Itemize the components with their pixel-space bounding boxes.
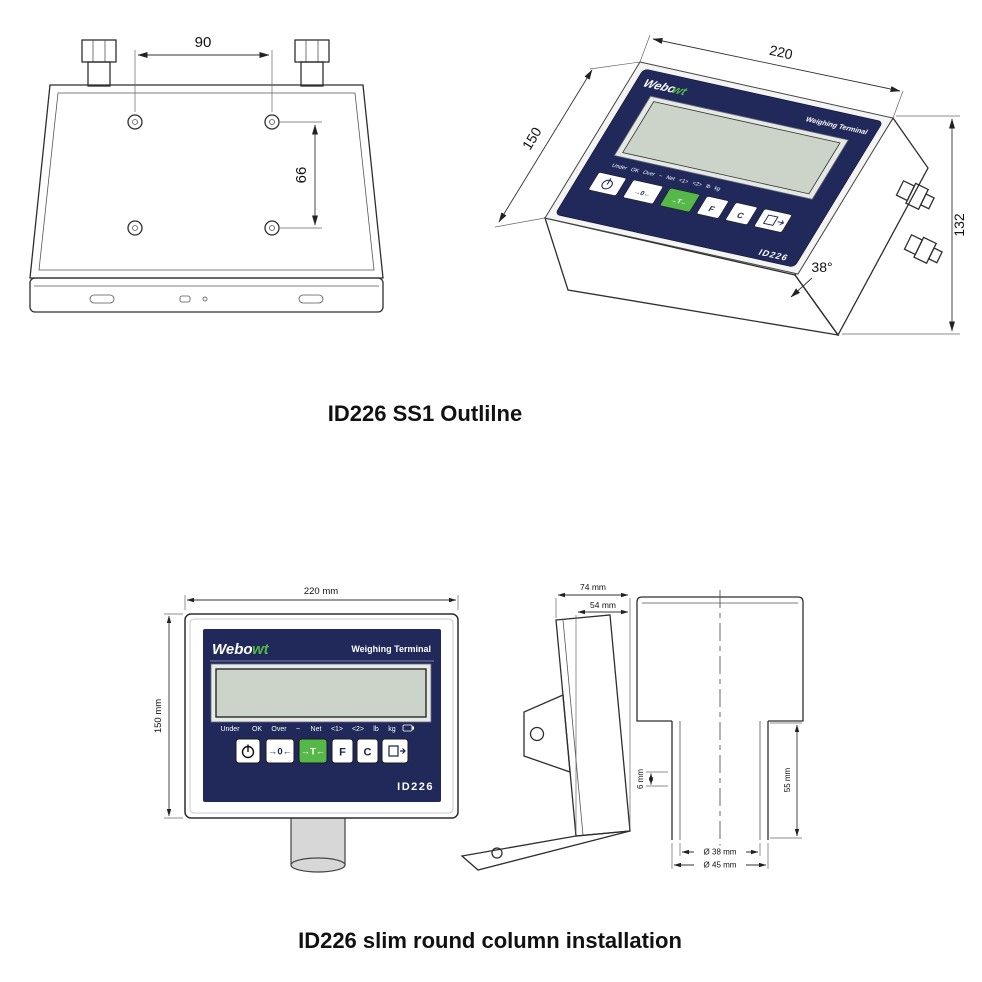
- side-bracket-tab: [523, 694, 571, 773]
- panel-subtitle: Weighing Terminal: [351, 644, 431, 654]
- dim-54mm-label: 54 mm: [590, 600, 616, 610]
- dim-hole-spacing-x: 90: [134, 34, 273, 112]
- back-view: 90 66: [29, 34, 384, 313]
- iso-cable-gland-top: [895, 179, 935, 211]
- display: [215, 668, 427, 718]
- column-view: 55 mm 6 mm Ø 38 mm Ø 45 mm: [636, 590, 804, 870]
- indicator-net: Net: [311, 726, 322, 733]
- power-icon: [241, 744, 255, 759]
- dim-66-label: 66: [293, 167, 310, 184]
- f-button-label: F: [339, 747, 346, 759]
- indicator-range2: <2>: [352, 726, 364, 733]
- keypad: →0← →T← F C: [235, 738, 409, 764]
- keypad: →0← →T← F C: [588, 172, 792, 232]
- indicator-range1: <1>: [331, 726, 343, 733]
- cable-gland-right: [294, 39, 330, 87]
- dim-220mm-label: 220 mm: [304, 586, 338, 597]
- dim-side-depth-total: 74 mm: [555, 582, 631, 828]
- c-button-label: C: [735, 210, 746, 220]
- model-label: ID226: [397, 781, 434, 793]
- brand-webo: Webo: [212, 641, 253, 658]
- battery-icon: [402, 724, 414, 732]
- c-button-label: C: [364, 747, 372, 759]
- tare-button: [660, 188, 701, 212]
- f-button: [696, 196, 729, 219]
- dim-38deg-label: 38°: [811, 259, 832, 275]
- indicator-lb: lb: [373, 726, 379, 733]
- bottom-slot-right: [298, 294, 324, 304]
- bottom-slot-left: [89, 294, 115, 304]
- indicator-ac: ~: [296, 726, 300, 733]
- side-bezel-line: [562, 619, 584, 836]
- dim-132-label: 132: [951, 213, 967, 237]
- outline-caption: ID226 SS1 Outlilne: [328, 401, 522, 426]
- c-button: [725, 202, 758, 225]
- print-button: [381, 738, 409, 764]
- bracket-hole: [529, 726, 545, 742]
- power-icon: [600, 177, 616, 189]
- f-button: [331, 738, 354, 764]
- indicator-under: Under: [220, 726, 240, 733]
- indicator-kg: kg: [388, 726, 396, 733]
- dim-iso-angle: 38°: [790, 259, 833, 298]
- housing-back-inner-line: [38, 92, 375, 271]
- f-button-label: F: [707, 204, 717, 214]
- zero-button: [623, 180, 664, 204]
- iso-view: Webo wt Weighing Terminal Under OK Over …: [494, 34, 967, 337]
- column-tube: [671, 721, 769, 840]
- zero-button-label: →0←: [632, 189, 652, 199]
- print-icon: [388, 745, 406, 757]
- housing-back-panel: [29, 84, 384, 279]
- dim-55mm-label: 55 mm: [783, 767, 792, 792]
- dim-iso-height: 132: [842, 115, 967, 335]
- tare-button-label: →T←: [669, 197, 689, 207]
- dim-6mm-label: 6 mm: [636, 769, 645, 789]
- dim-hole-spacing-y: 66: [280, 121, 322, 229]
- dim-74mm-label: 74 mm: [580, 582, 606, 592]
- side-view: 74 mm 54 mm: [460, 582, 631, 871]
- brand-wt: wt: [252, 641, 270, 658]
- dim-iso-width: 220: [639, 34, 904, 119]
- zero-button: [265, 738, 295, 764]
- bottom-hole: [202, 296, 208, 302]
- c-button: [356, 738, 379, 764]
- iso-front-panel: Webo wt Weighing Terminal Under OK Over …: [545, 62, 893, 274]
- indicator-row: Under OK Over ~ Net <1> <2> lb kg: [220, 724, 414, 733]
- side-mount-plate: [460, 830, 631, 871]
- dim-220-label: 220: [768, 42, 794, 63]
- print-button: [754, 209, 792, 233]
- dim-outer-diameter: Ø 45 mm: [671, 843, 769, 870]
- dim-column-insert: 55 mm: [770, 722, 802, 839]
- dim-front-height: 150 mm: [153, 613, 183, 819]
- column-cylinder: [290, 817, 346, 873]
- dim-150mm-label: 150 mm: [153, 699, 164, 733]
- housing-bottom-band: [29, 277, 384, 313]
- dim-150-label: 150: [519, 124, 545, 152]
- mounting-holes: [127, 114, 280, 236]
- terminal-case-inner: [189, 618, 454, 814]
- bottom-connector: [179, 295, 191, 303]
- dim-front-width: 220 mm: [184, 586, 459, 610]
- dim-side-depth-body: 54 mm: [575, 600, 629, 832]
- print-icon: [764, 215, 786, 227]
- zero-button-label: →0←: [268, 747, 292, 758]
- iso-cable-gland-bottom: [903, 233, 943, 265]
- tare-button-label: →T←: [301, 747, 326, 758]
- indicator-over: Over: [271, 726, 287, 733]
- mount-plate-hole: [491, 847, 503, 859]
- front-view: 220 mm 150 mm Webo wt Weighing Terminal …: [153, 586, 459, 873]
- side-body: [555, 614, 631, 837]
- cable-gland-left: [81, 39, 117, 87]
- dim-dia45-label: Ø 45 mm: [704, 861, 737, 870]
- dim-column-wall: 6 mm: [636, 769, 668, 789]
- installation-caption: ID226 slim round column installation: [298, 928, 682, 953]
- dim-inner-diameter: Ø 38 mm: [679, 843, 761, 857]
- tare-button: [298, 738, 328, 764]
- display: [623, 102, 840, 194]
- indicator-ok: OK: [252, 726, 262, 733]
- dim-90-label: 90: [195, 34, 212, 51]
- dim-dia38-label: Ø 38 mm: [704, 848, 737, 857]
